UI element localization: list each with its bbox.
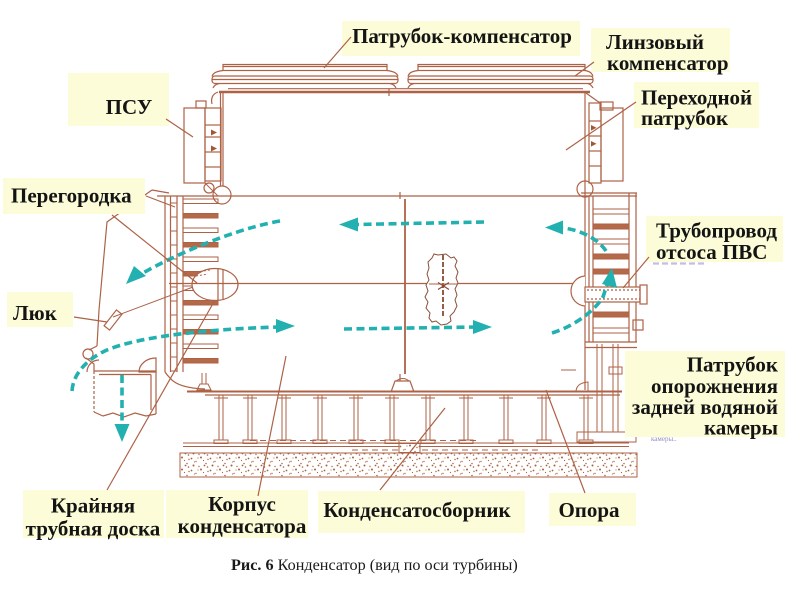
svg-text:компенсатор: компенсатор [607, 51, 729, 75]
svg-text:ПСУ: ПСУ [106, 95, 153, 119]
svg-text:патрубок: патрубок [641, 106, 729, 130]
svg-text:камеры: камеры [704, 416, 778, 440]
svg-text:Патрубок-компенсатор: Патрубок-компенсатор [352, 24, 572, 48]
svg-text:Корпус: Корпус [208, 492, 276, 516]
svg-text:Опора: Опора [558, 498, 620, 522]
svg-text:Линзовый: Линзовый [606, 30, 704, 54]
svg-text:опорожнения: опорожнения [651, 374, 778, 398]
svg-text:Люк: Люк [13, 301, 58, 325]
svg-text:Конденсатосборник: Конденсатосборник [323, 498, 511, 522]
svg-text:Переходной: Переходной [641, 86, 752, 110]
svg-text:Крайняя: Крайняя [51, 494, 135, 518]
svg-text:отсоса ПВС: отсоса ПВС [656, 240, 767, 264]
svg-text:конденсатора: конденсатора [178, 514, 307, 538]
svg-text:трубная доска: трубная доска [26, 517, 161, 541]
svg-text:Рис. 6 Конденсатор (вид по оси: Рис. 6 Конденсатор (вид по оси турбины) [231, 556, 518, 574]
svg-text:задней водяной: задней водяной [632, 395, 778, 419]
svg-text:Патрубок: Патрубок [687, 353, 779, 377]
svg-text:Трубопровод: Трубопровод [656, 219, 777, 243]
svg-text:камеры..: камеры.. [651, 435, 677, 443]
svg-text:Перегородка: Перегородка [11, 184, 132, 208]
